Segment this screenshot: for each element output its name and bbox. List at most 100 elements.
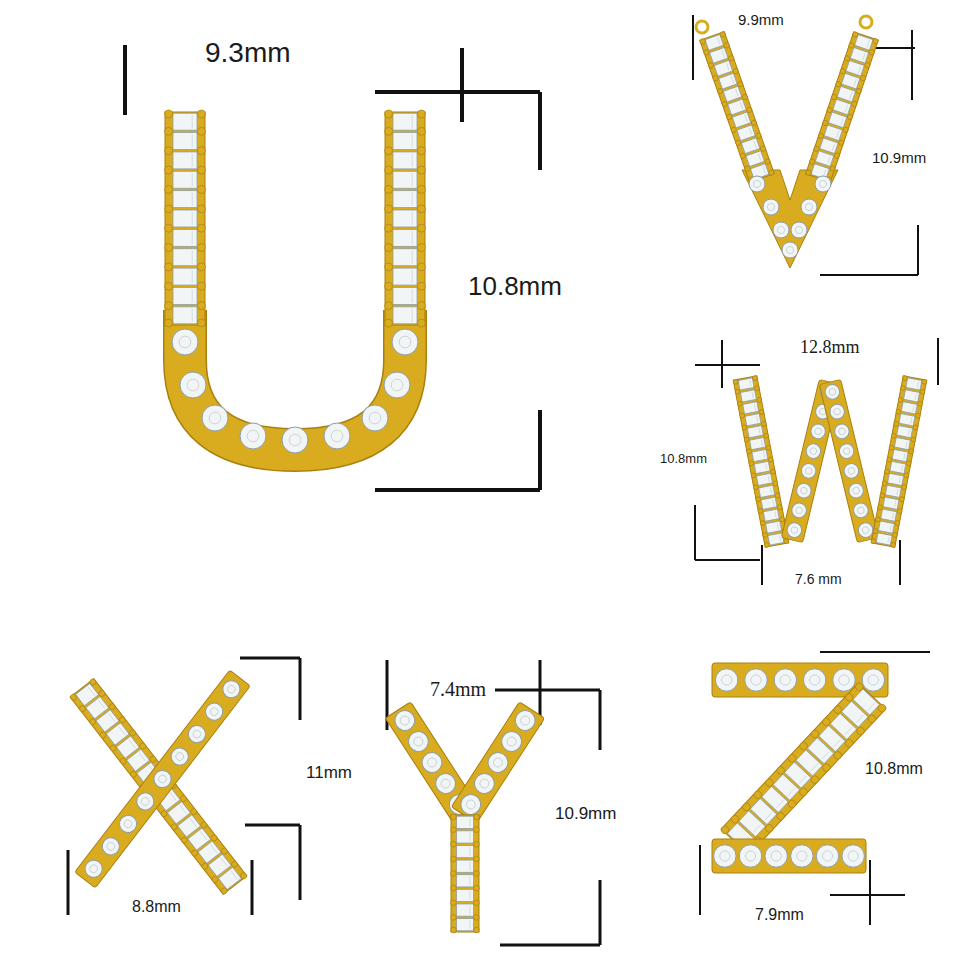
pendant-part [777, 523, 778, 529]
pendant-part [895, 501, 896, 507]
baguette-stone [899, 414, 915, 426]
gold-bead [78, 704, 86, 712]
gold-bead [897, 508, 903, 514]
gold-bead [451, 885, 457, 891]
dimension-label: 7.9mm [755, 906, 804, 924]
round-stone [150, 767, 174, 791]
pendant-part [470, 847, 471, 856]
round-stone [391, 707, 418, 734]
pendant-part [412, 309, 413, 322]
pendant-part [192, 154, 193, 167]
round-stone [745, 851, 755, 861]
round-stone [767, 203, 774, 210]
round-stone [791, 845, 813, 867]
gold-bead [889, 445, 895, 451]
gold-bead [165, 185, 173, 193]
gold-bead [877, 505, 883, 511]
gold-bead [474, 856, 480, 862]
pendant-part [221, 858, 228, 866]
gold-bead [474, 827, 480, 833]
pendant-part [745, 115, 748, 122]
pendant-part [190, 818, 197, 826]
gold-bead [385, 302, 393, 310]
round-stone [828, 388, 836, 396]
round-stone [801, 199, 817, 215]
gold-bead [917, 401, 923, 407]
gold-bead [451, 814, 457, 820]
pendant-part [451, 702, 544, 823]
round-stone [369, 412, 381, 424]
round-stone [715, 669, 737, 691]
gold-bead [717, 88, 724, 95]
baguette-stone [393, 133, 417, 150]
baguette-stone [173, 249, 197, 266]
dimension-label: 10.9mm [872, 150, 926, 167]
gold-bead [730, 127, 737, 134]
round-stone [838, 442, 856, 460]
stone-strip [712, 839, 866, 873]
baguette-stone [173, 152, 197, 169]
gold-bead [99, 731, 107, 739]
gold-bead [128, 729, 136, 737]
gold-bead [751, 120, 758, 127]
round-stone [399, 336, 411, 348]
gold-bead [822, 120, 829, 127]
gold-bead [119, 757, 127, 765]
pendant-part [470, 920, 471, 929]
stone-strip [75, 670, 251, 888]
gold-bead [190, 808, 198, 816]
pendant-part [822, 752, 829, 760]
gold-bead [474, 885, 480, 891]
gold-bead [758, 508, 764, 514]
pendant-part [109, 713, 116, 721]
gold-bead [165, 224, 173, 232]
round-stone [822, 851, 832, 861]
pendant-part [385, 112, 425, 325]
round-stone [426, 756, 438, 768]
round-stone [384, 372, 410, 398]
pendant-part [833, 739, 840, 747]
pendant-part [841, 118, 843, 125]
round-stone [519, 714, 531, 726]
gold-bead [915, 413, 921, 419]
round-stone [289, 434, 301, 446]
round-stone [209, 706, 220, 717]
baguette-stone [173, 113, 197, 130]
gold-bead [891, 433, 897, 439]
baguette-stone [741, 138, 759, 154]
pendant-part [757, 416, 758, 422]
gold-bead [474, 841, 480, 847]
pendant-part [412, 251, 413, 264]
pendant-part [832, 144, 834, 151]
baguette-stone [393, 307, 417, 324]
dimension-lines [68, 15, 938, 945]
gold-bead [884, 469, 890, 475]
baguette-stone [393, 287, 417, 304]
baguette-stone [759, 485, 775, 497]
pendant-part [470, 833, 471, 842]
stone-strip [819, 379, 878, 542]
stone-strip [733, 375, 789, 547]
round-stone [282, 427, 308, 453]
round-stone [751, 675, 761, 685]
gold-bead [760, 145, 767, 152]
baguette-stone [833, 99, 851, 115]
gold-bead [746, 107, 753, 114]
round-stone [852, 502, 870, 520]
gold-bead [864, 62, 871, 69]
baguette-stone [457, 875, 474, 887]
baguette-stone [457, 904, 474, 916]
pendant-part [192, 251, 193, 264]
baguette-stone [888, 473, 904, 485]
pendant-part [845, 105, 847, 112]
gold-bead [474, 927, 480, 933]
gold-bead [165, 302, 173, 310]
pendant-part [854, 79, 856, 86]
round-stone [795, 506, 803, 514]
pendant-part [88, 687, 95, 695]
round-stone [471, 770, 498, 797]
round-stone [99, 834, 123, 858]
gold-bead [908, 449, 914, 455]
gold-bead [763, 433, 769, 439]
dimension-label: 7.6 mm [795, 572, 842, 587]
